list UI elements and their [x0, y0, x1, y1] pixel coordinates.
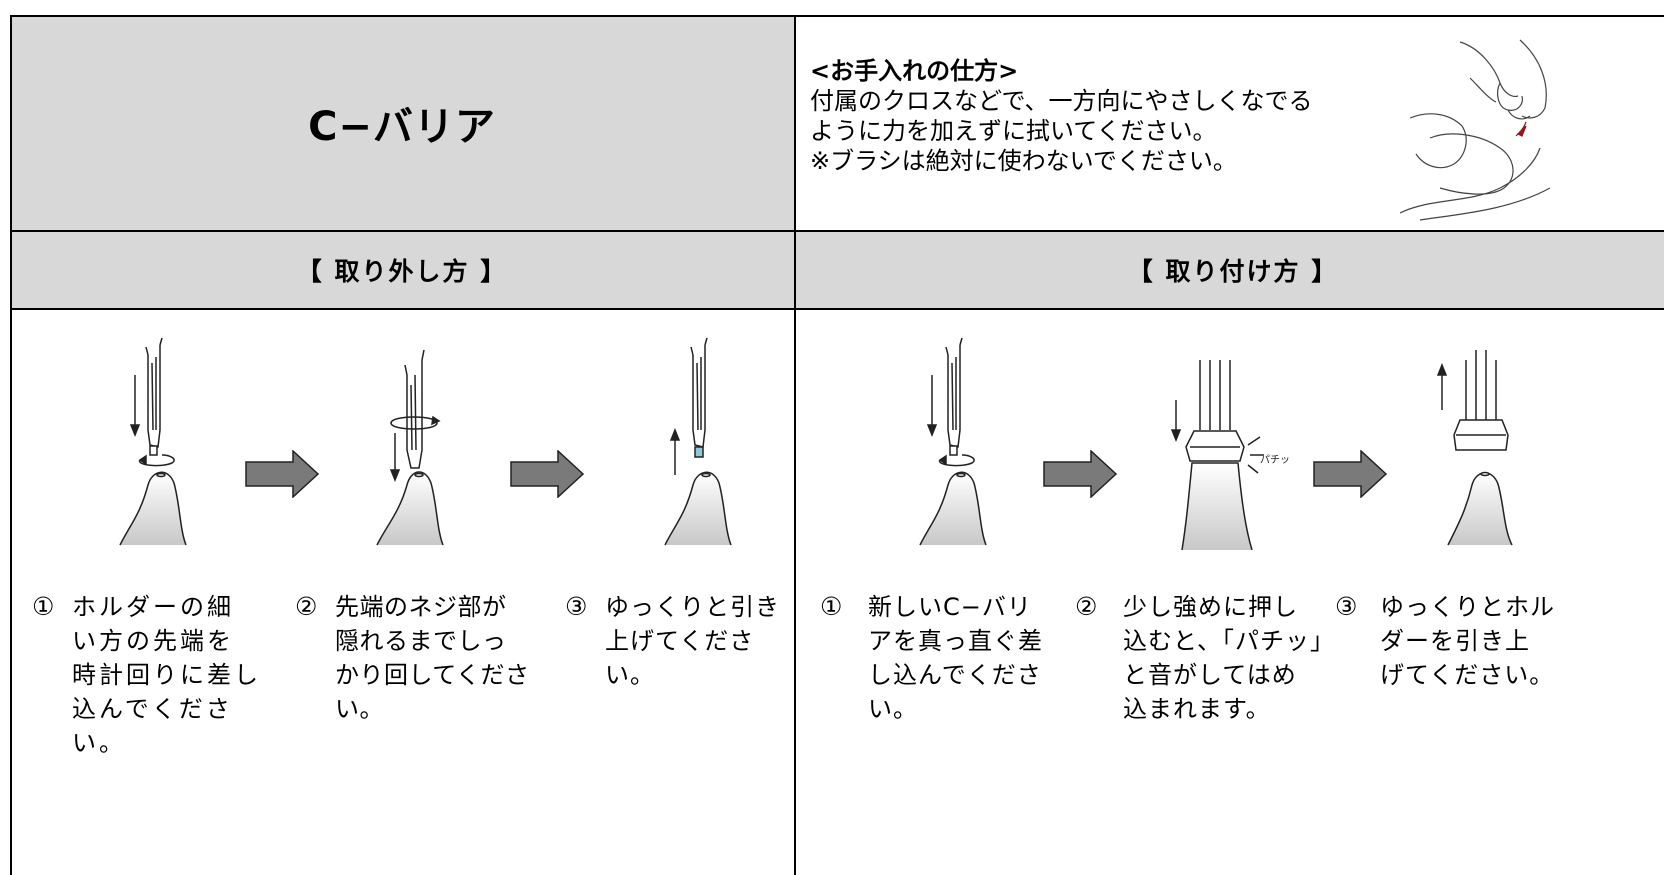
- care-line-1: 付属のクロスなどで、一方向にやさしくなでる: [810, 87, 1313, 115]
- step-text-line: アを真っ直ぐ差: [868, 627, 1043, 655]
- step-text-line: ダーを引き上: [1380, 627, 1530, 655]
- step-text-line: 込むと、「パチッ」: [1123, 627, 1336, 655]
- step-text-line: ゆっくりとホル: [1380, 593, 1555, 621]
- step-text-line: い。: [868, 695, 918, 723]
- care-line-3: ※ブラシは絶対に使わないでください。: [810, 147, 1237, 175]
- step-number: ①: [32, 592, 55, 621]
- removal-step1-illustration: [119, 337, 187, 546]
- step-text-line: 込んでくださ: [72, 695, 233, 723]
- row-divider-2: [10, 308, 1664, 310]
- care-instructions: <お手入れの仕方> 付属のクロスなどで、一方向にやさしくなでる ように力を加えず…: [810, 56, 1390, 176]
- right-arrow-icon: [510, 450, 585, 498]
- step-text-line: い。: [335, 695, 384, 723]
- attach-heading: 【 取り付け方 】: [1127, 257, 1339, 286]
- step-number: ①: [820, 592, 843, 621]
- attach-step2-illustration: パチッ: [1170, 360, 1290, 550]
- step-text-line: い。: [605, 661, 655, 689]
- removal-heading: 【 取り外し方 】: [296, 257, 508, 286]
- removal-step3-illustration: [664, 337, 732, 546]
- snap-label: パチッ: [1260, 454, 1290, 466]
- attach-step1-illustration: [919, 337, 987, 546]
- step-text-line: 先端のネジ部が: [335, 593, 507, 621]
- step-text-line: ホルダーの細: [72, 593, 234, 621]
- step-number: ②: [295, 592, 318, 621]
- step-text-line: と音がしてはめ: [1123, 661, 1297, 689]
- product-title: C−バリア: [308, 104, 496, 150]
- right-arrow-icon: [1043, 450, 1118, 498]
- step-number: ③: [1335, 592, 1358, 621]
- step-text-line: い方の先端を: [72, 627, 234, 655]
- step-text-line: かり回してくださ: [335, 661, 530, 689]
- step-text-line: ゆっくりと引き: [605, 593, 780, 621]
- step-text-line: げてください。: [1380, 661, 1555, 689]
- removal-step2-illustration: [376, 349, 444, 546]
- row-divider-1: [10, 230, 1664, 232]
- section-header-bg: [10, 232, 1664, 308]
- table-frame: [10, 15, 1664, 875]
- hand-wiping-illustration: [1400, 39, 1551, 221]
- right-arrow-icon: [1313, 450, 1388, 498]
- step-text-line: 時計回りに差し: [72, 661, 261, 689]
- step-text-line: 込まれます。: [1123, 695, 1271, 723]
- step-text-line: 少し強めに押し: [1123, 593, 1298, 621]
- step-text-line: 上げてくださ: [605, 627, 755, 655]
- care-line-2: ように力を加えずに拭いてください。: [810, 117, 1217, 145]
- step-number: ③: [565, 592, 588, 621]
- step-text-line: し込んでくださ: [868, 661, 1042, 689]
- step-text-line: い。: [72, 729, 126, 757]
- step-text-line: 新しいC−バリ: [868, 593, 1032, 621]
- step-text-line: 隠れるまでしっ: [335, 627, 507, 655]
- attach-step3-illustration: [1436, 350, 1513, 546]
- care-heading: <お手入れの仕方>: [810, 57, 1019, 85]
- title-cell-bg: [10, 17, 794, 230]
- step-number: ②: [1075, 592, 1098, 621]
- column-divider: [794, 15, 796, 875]
- right-arrow-icon: [245, 450, 320, 498]
